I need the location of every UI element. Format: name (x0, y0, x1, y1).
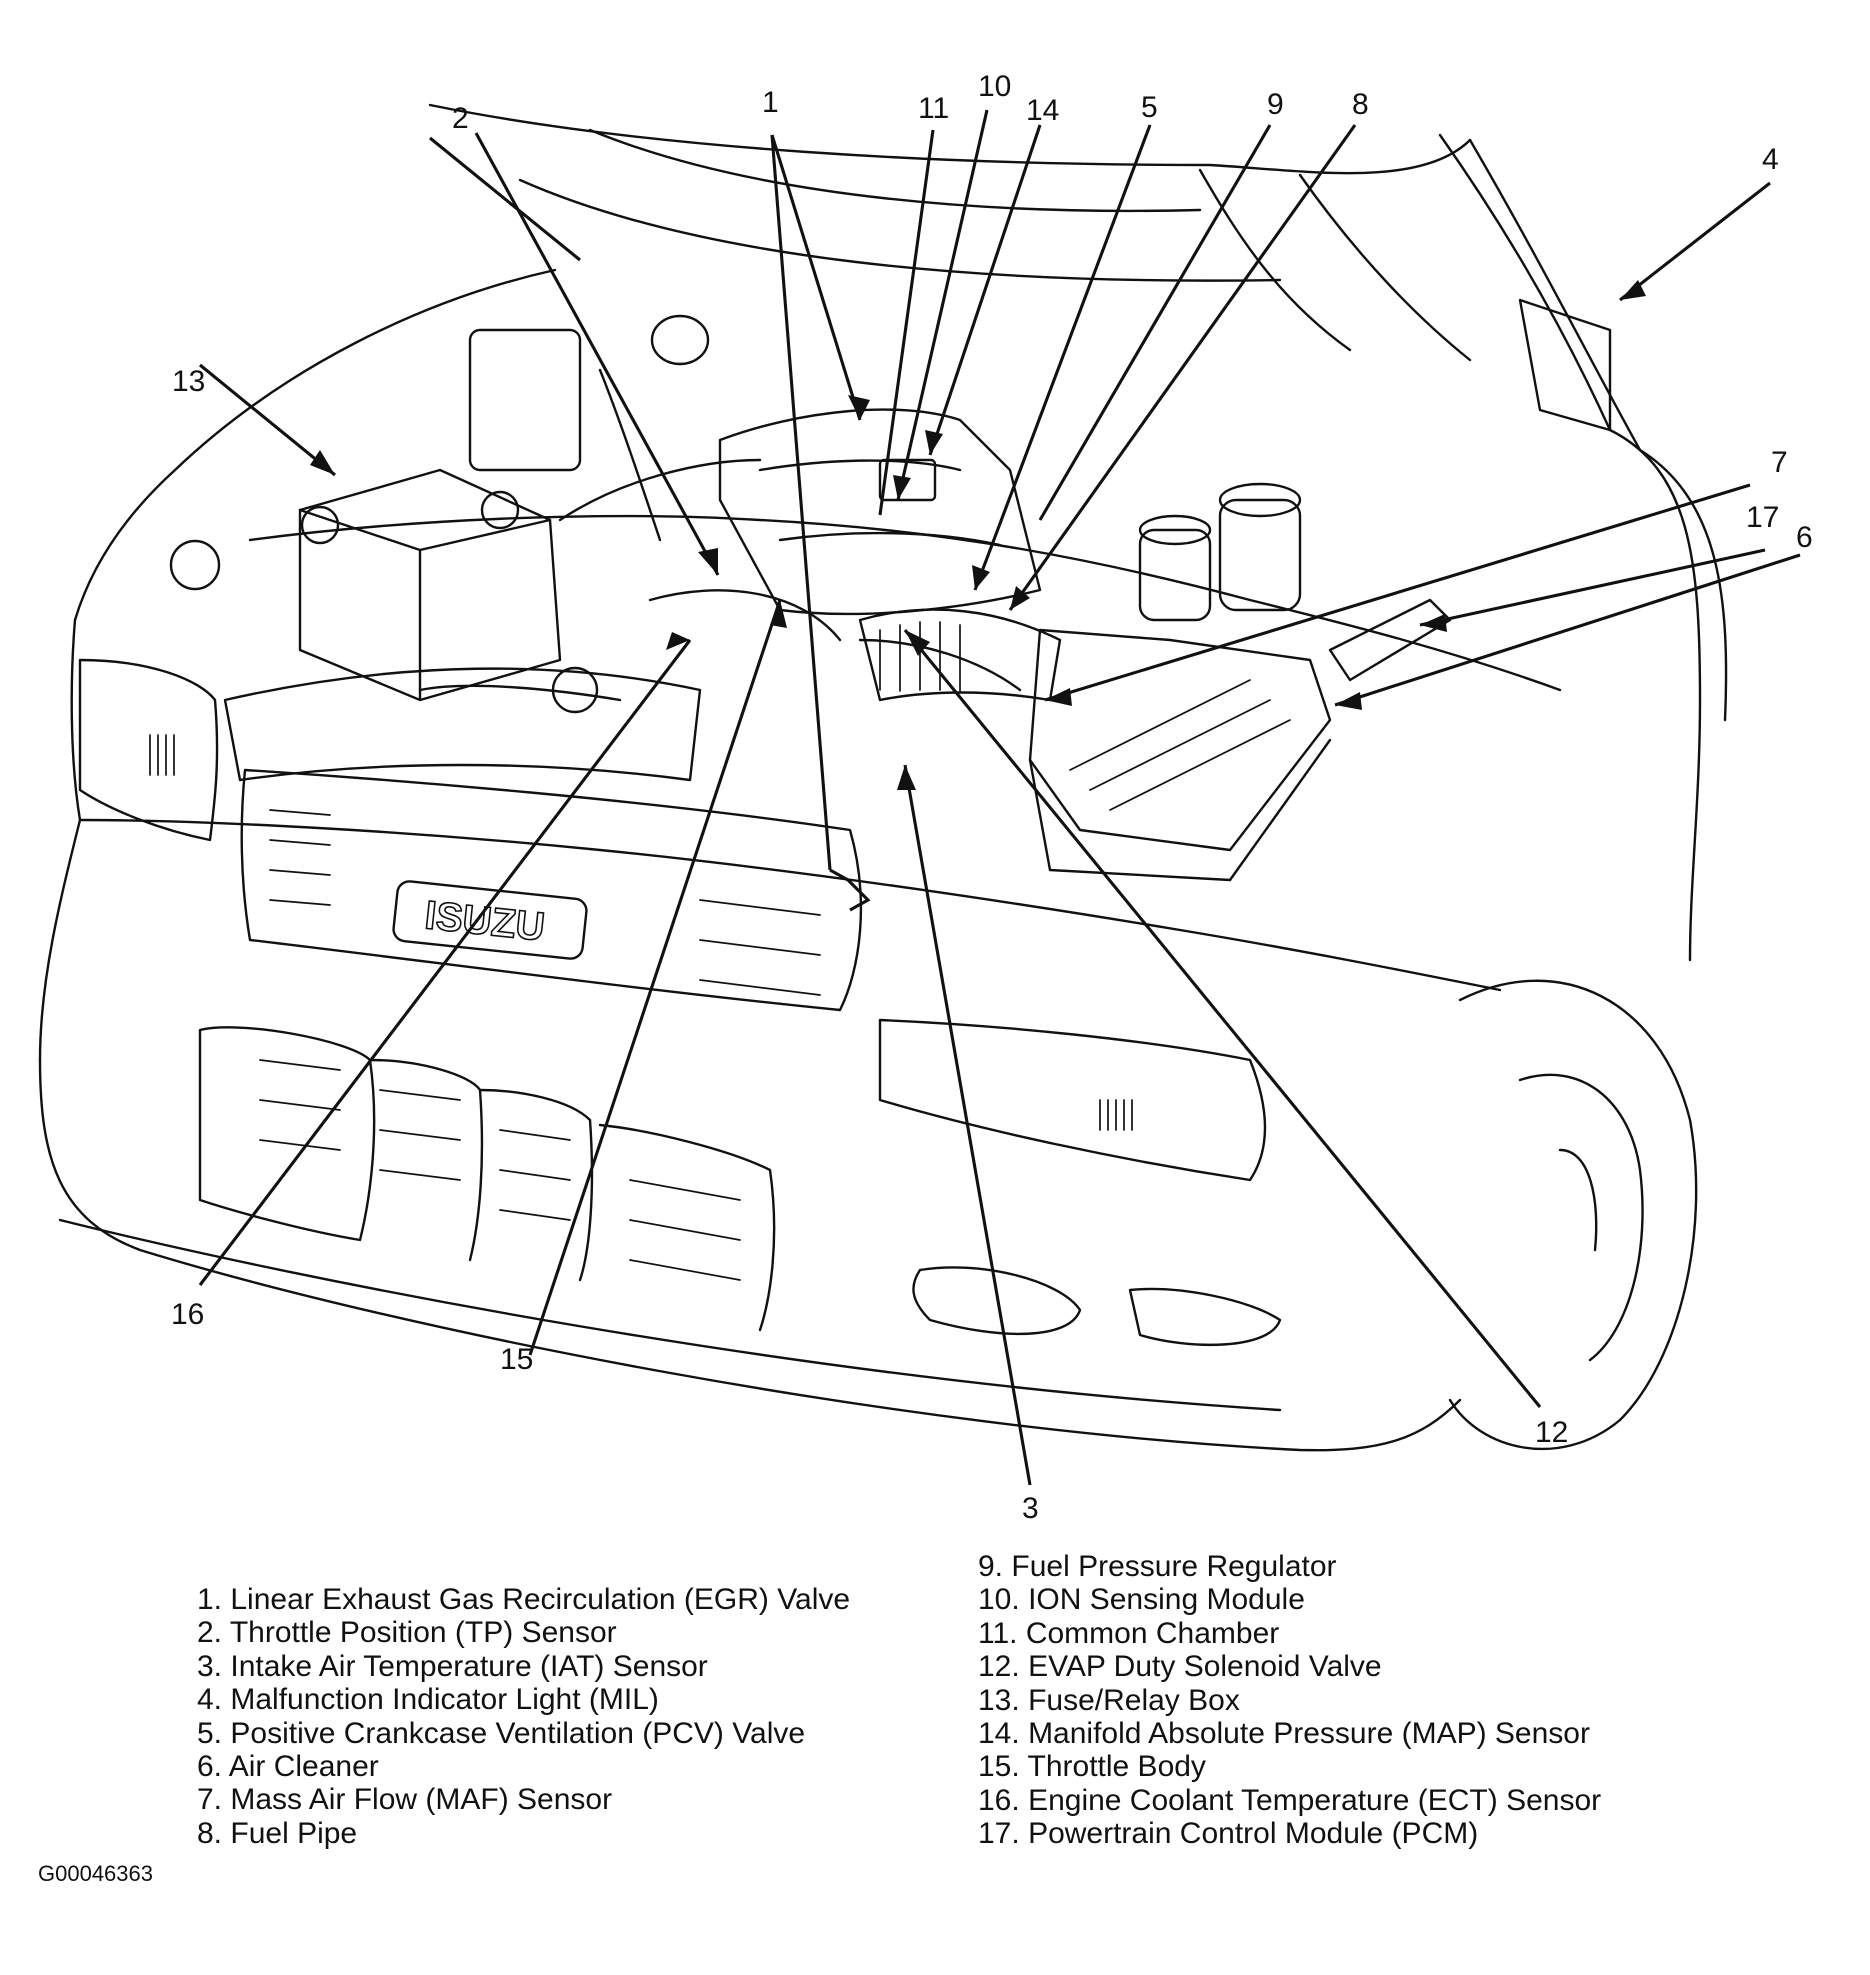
callout-8: 8 (1352, 88, 1369, 121)
legend-item-17: 17. Powertrain Control Module (PCM) (978, 1817, 1479, 1851)
isuzu-emblem: ISUZU (423, 893, 547, 949)
air-cleaner (1028, 628, 1332, 882)
headlight-right (878, 1018, 1267, 1182)
callout-2: 2 (452, 102, 469, 135)
bumper-vents (198, 1026, 1282, 1346)
grille (240, 768, 863, 1012)
legend-item-10: 10. ION Sensing Module (978, 1583, 1305, 1617)
callout-5: 5 (1141, 91, 1158, 124)
legend-item-5: 5. Positive Crankcase Ventilation (PCV) … (197, 1716, 806, 1750)
legend-item-15: 15. Throttle Body (978, 1750, 1206, 1784)
intake-duct (858, 608, 1062, 702)
callout-3: 3 (1022, 1492, 1039, 1525)
callout-14: 14 (1026, 94, 1060, 127)
legend-item-2: 2. Throttle Position (TP) Sensor (197, 1616, 617, 1650)
legend-item-8: 8. Fuel Pipe (197, 1816, 358, 1850)
callout-9: 9 (1267, 88, 1284, 121)
legend-right-column: 9. Fuel Pressure Regulator 10. ION Sensi… (978, 1550, 1601, 1851)
legend-item-4: 4. Malfunction Indicator Light (MIL) (197, 1683, 659, 1717)
legend-item-12: 12. EVAP Duty Solenoid Valve (978, 1650, 1382, 1684)
figure-code: G00046363 (38, 1861, 153, 1886)
callout-4: 4 (1762, 143, 1779, 176)
callout-11: 11 (918, 92, 950, 125)
leader-lines (198, 109, 1801, 1486)
legend-item-16: 16. Engine Coolant Temperature (ECT) Sen… (978, 1783, 1602, 1817)
callout-6: 6 (1796, 521, 1813, 554)
battery (298, 468, 562, 702)
brake-booster (468, 314, 710, 542)
coolant-reservoirs (1138, 482, 1302, 622)
legend-item-13: 13. Fuse/Relay Box (978, 1683, 1240, 1717)
legend-item-1: 1. Linear Exhaust Gas Recirculation (EGR… (197, 1583, 851, 1616)
callout-1: 1 (762, 86, 779, 119)
legend-item-3: 3. Intake Air Temperature (IAT) Sensor (197, 1649, 708, 1683)
engine-top (558, 408, 1042, 692)
leader-arrowheads (310, 280, 1646, 790)
radiator-and-fan-shroud (223, 666, 702, 782)
callout-12: 12 (1535, 1416, 1569, 1449)
legend-item-14: 14. Manifold Absolute Pressure (MAP) Sen… (978, 1716, 1590, 1750)
vehicle-body-outline (38, 268, 1728, 1452)
callout-7: 7 (1771, 446, 1788, 479)
washer-tank (169, 539, 221, 591)
callout-10: 10 (978, 70, 1012, 103)
callout-16: 16 (171, 1298, 205, 1331)
legend-item-7: 7. Mass Air Flow (MAF) Sensor (197, 1783, 613, 1817)
legend-item-6: 6. Air Cleaner (197, 1749, 379, 1783)
callout-13: 13 (172, 365, 206, 398)
headlight-left (78, 658, 219, 842)
legend-item-11: 11. Common Chamber (978, 1616, 1280, 1650)
legend-left-column: 1. Linear Exhaust Gas Recirculation (EGR… (197, 1583, 850, 1850)
legend-item-9: 9. Fuel Pressure Regulator (978, 1550, 1337, 1583)
callout-17: 17 (1746, 501, 1780, 534)
pcm-module (1328, 598, 1452, 682)
callout-15: 15 (500, 1343, 534, 1376)
